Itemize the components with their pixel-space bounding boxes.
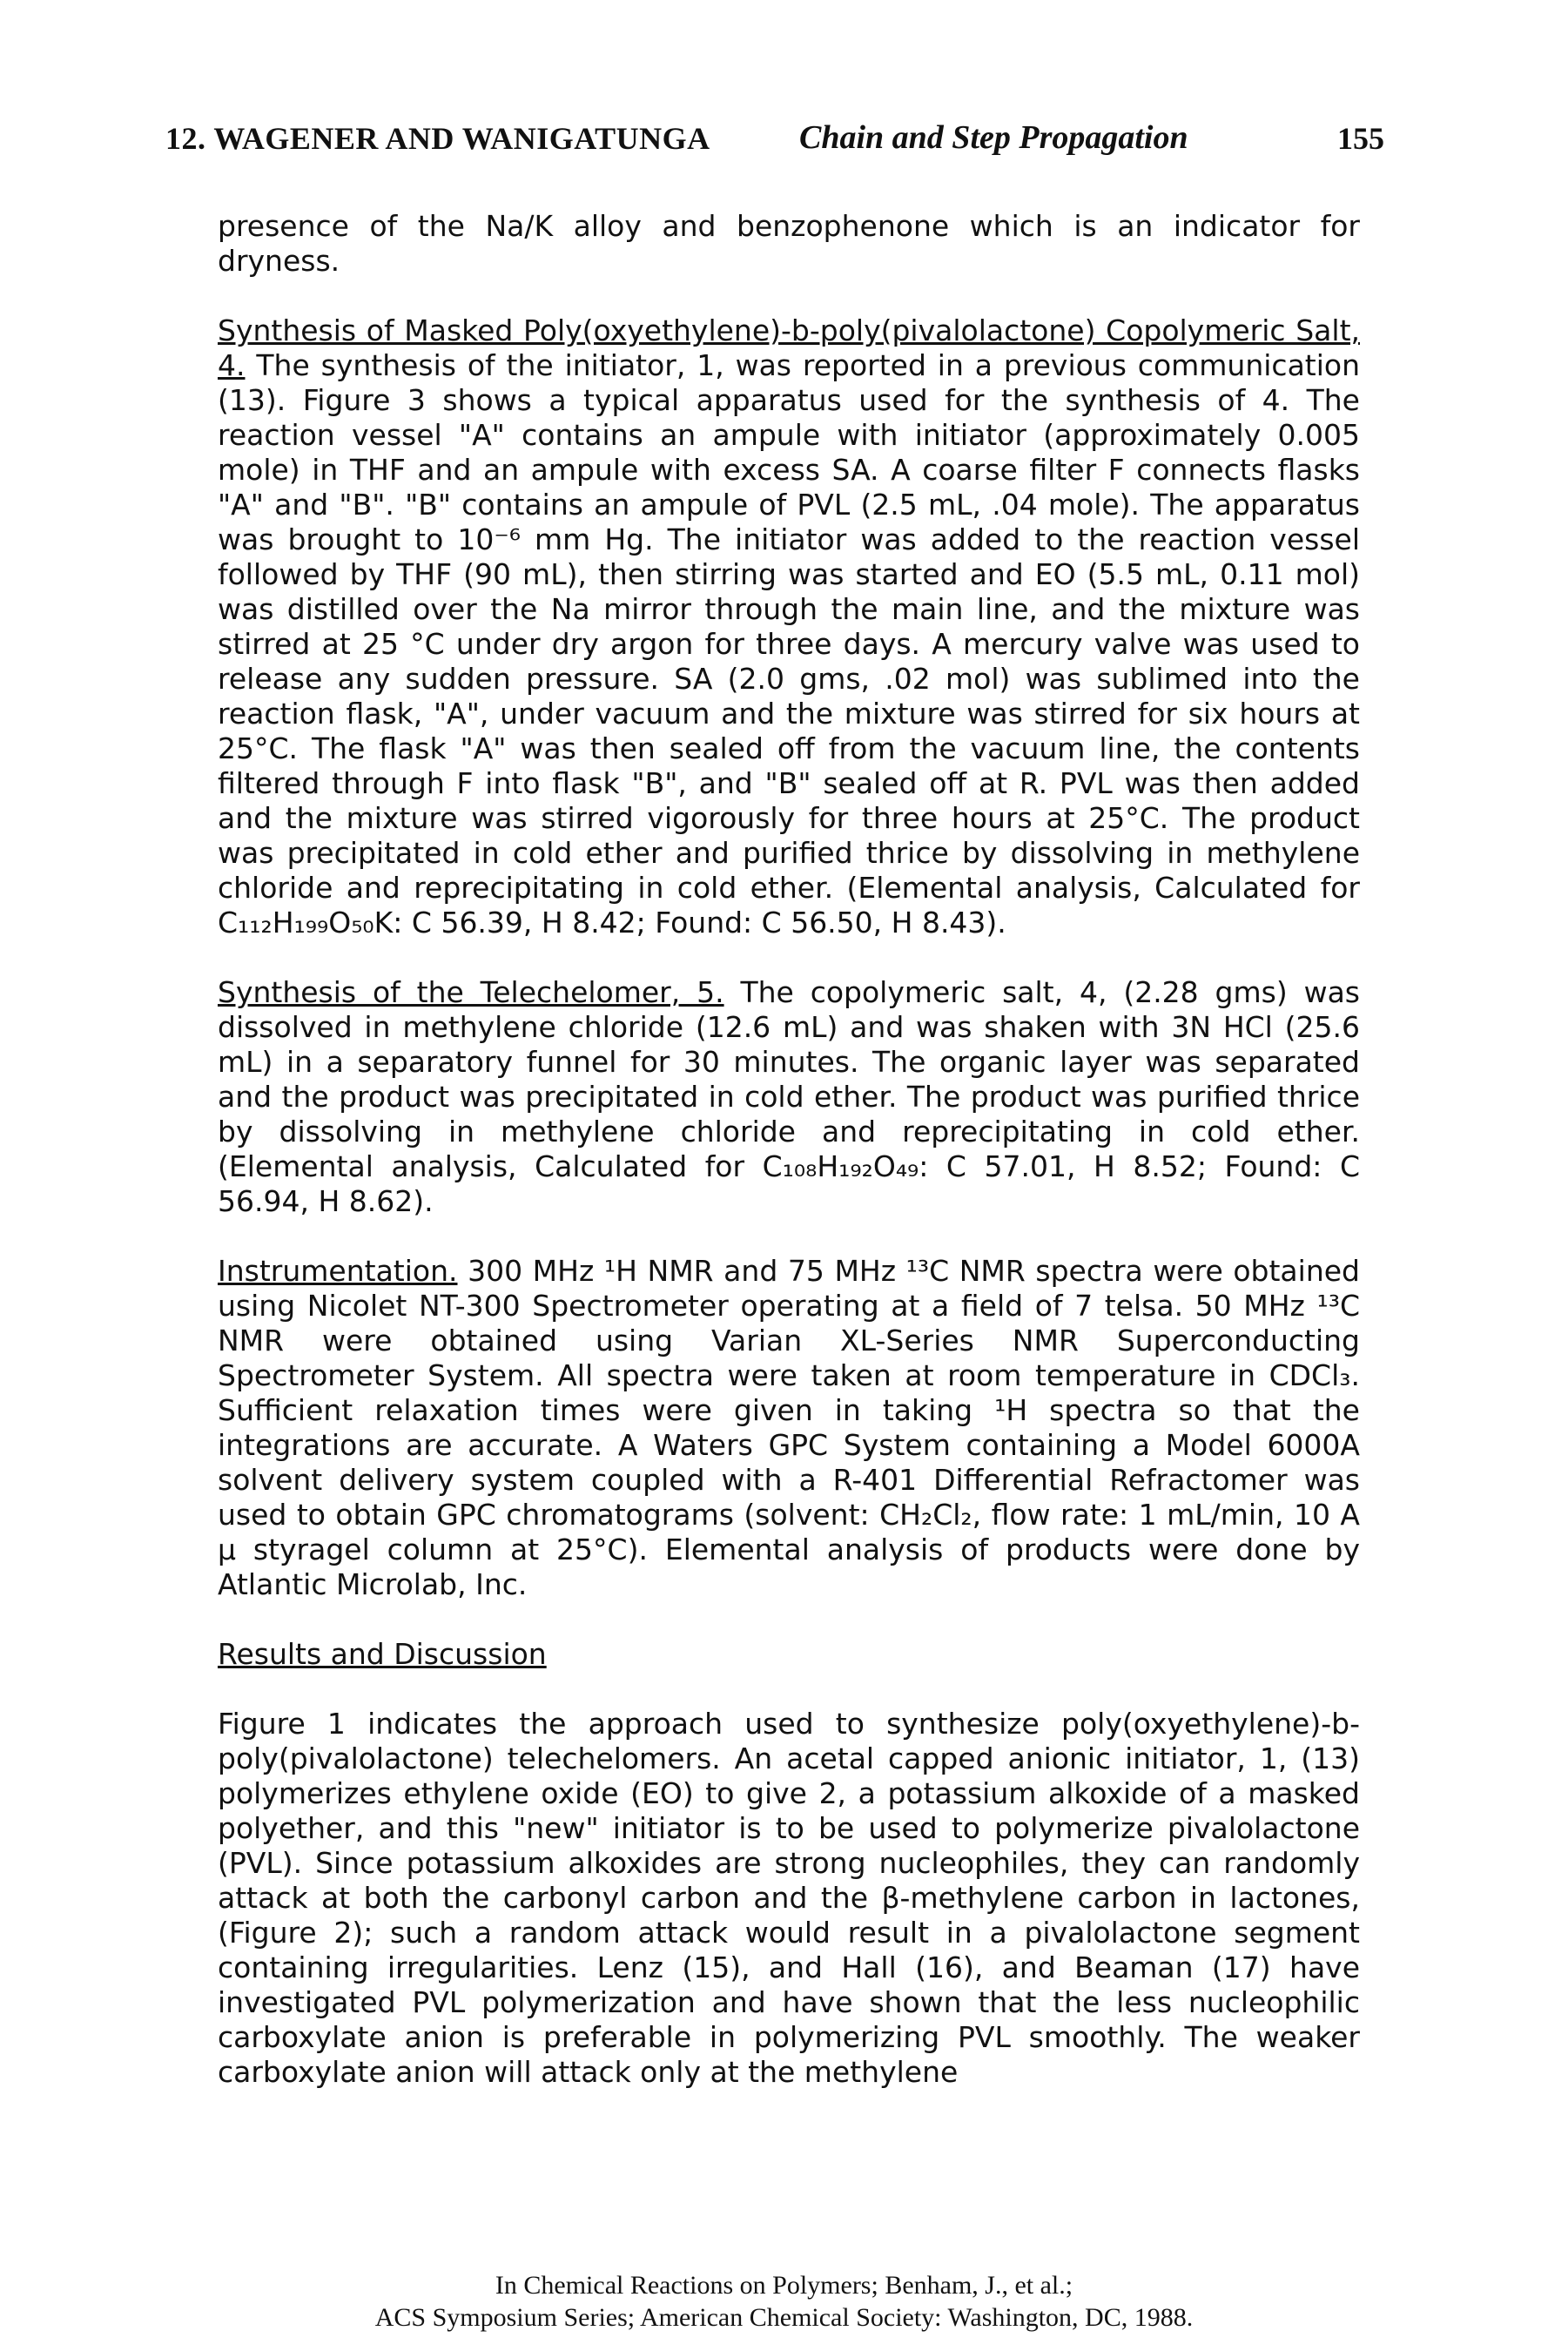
body-text: presence of the Na/K alloy and benzophen… <box>218 209 1360 2090</box>
running-header: 12. WAGENER AND WANIGATUNGA Chain and St… <box>165 111 1384 164</box>
run-in-heading: Synthesis of the Telechelomer, 5. <box>218 975 724 1009</box>
page-number: 155 <box>1337 121 1384 156</box>
citation-line-1: In Chemical Reactions on Polymers; Benha… <box>495 2271 1073 2300</box>
paragraph-text: The synthesis of the initiator, 1, was r… <box>218 348 1360 940</box>
paragraph-synthesis-telechelomer: Synthesis of the Telechelomer, 5. The co… <box>218 975 1360 1219</box>
paragraph-text: 300 MHz ¹H NMR and 75 MHz ¹³C NMR spectr… <box>218 1254 1360 1601</box>
section-heading: Results and Discussion <box>218 1637 547 1671</box>
paragraph-synthesis-copolymeric-salt: Synthesis of Masked Poly(oxyethylene)-b-… <box>218 313 1360 940</box>
citation-line-2: ACS Symposium Series; American Chemical … <box>374 2303 1194 2332</box>
paragraph-results: Figure 1 indicates the approach used to … <box>218 1707 1360 2089</box>
chapter-authors: 12. WAGENER AND WANIGATUNGA <box>165 121 710 156</box>
running-title: Chain and Step Propagation <box>799 119 1188 156</box>
paragraph-text: The copolymeric salt, 4, (2.28 gms) was … <box>218 975 1360 1218</box>
run-in-heading: Instrumentation. <box>218 1254 458 1288</box>
paragraph-instrumentation: Instrumentation. 300 MHz ¹H NMR and 75 M… <box>218 1254 1360 1602</box>
paragraph-dryness: presence of the Na/K alloy and benzophen… <box>218 209 1360 278</box>
run-in-heading: Synthesis of Masked Poly(oxyethylene)-b-… <box>218 313 1360 382</box>
